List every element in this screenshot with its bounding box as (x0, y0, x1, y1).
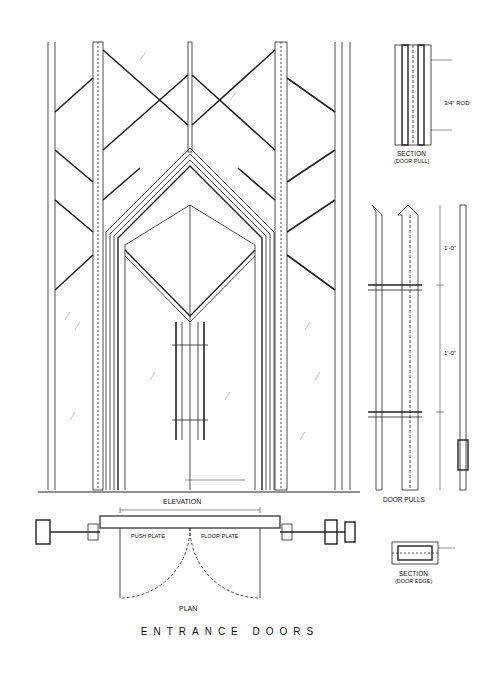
view-title: DOOR PULLS (382, 496, 426, 503)
glass-reflections (65, 52, 320, 440)
part-name: PUSH PLATE (130, 533, 166, 539)
section-title: SECTION (396, 150, 427, 157)
part-name: FLOOR PLATE (200, 533, 240, 539)
door-leaves (125, 205, 255, 490)
part-name: 3/4" ROD (443, 100, 470, 107)
plan-view (36, 507, 355, 598)
section-subtitle: (DOOR PULL) (393, 158, 430, 164)
section-title: SECTION (398, 570, 429, 577)
view-title: PLAN (178, 605, 198, 613)
dimension: 1'-0" (443, 350, 457, 357)
door-edge-section (392, 542, 455, 564)
arch-frame (106, 148, 274, 490)
door-pull-section (395, 45, 452, 145)
diagonal-muntins (55, 50, 335, 290)
view-title: ELEVATION (162, 498, 202, 506)
sheet-title: ENTRANCE DOORS (141, 626, 319, 637)
frame-lines (38, 42, 360, 492)
dimension: 1'-0" (443, 245, 457, 252)
section-subtitle: (DOOR EDGE) (394, 578, 433, 584)
door-pulls (368, 205, 468, 490)
